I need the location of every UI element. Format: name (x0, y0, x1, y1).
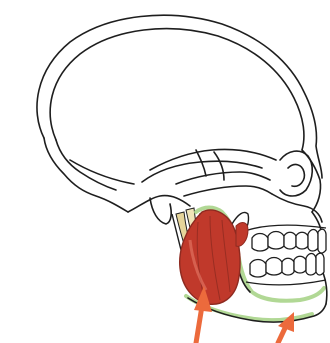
cranium (37, 15, 322, 238)
lower-molar-1 (250, 260, 266, 278)
upper-canine (308, 230, 318, 252)
lower-molar-2 (266, 258, 282, 276)
lower-alveolar-line (246, 280, 326, 285)
cranial-base (128, 196, 190, 212)
zygomatic-arch-lower (184, 186, 272, 196)
mastoid-process (150, 198, 171, 224)
upper-premolar-1 (284, 232, 296, 249)
occipital-inner (56, 140, 116, 190)
orbit-inner (288, 165, 304, 187)
upper-premolar-2 (296, 232, 308, 249)
arrow-mandible-body (278, 312, 294, 343)
lower-premolar-1 (282, 258, 294, 275)
temporalis-slip (236, 223, 248, 247)
lower-premolar-2 (294, 256, 306, 273)
upper-molar-1 (252, 234, 268, 252)
sphenoid-detail-2 (214, 152, 224, 180)
lower-canine (306, 254, 316, 276)
lower-incisor (316, 253, 324, 275)
upper-incisor (318, 229, 326, 253)
orbit-rim (280, 151, 312, 196)
teeth (246, 225, 326, 285)
cranium-outer-contour (37, 15, 322, 178)
upper-molar-2 (268, 232, 284, 250)
